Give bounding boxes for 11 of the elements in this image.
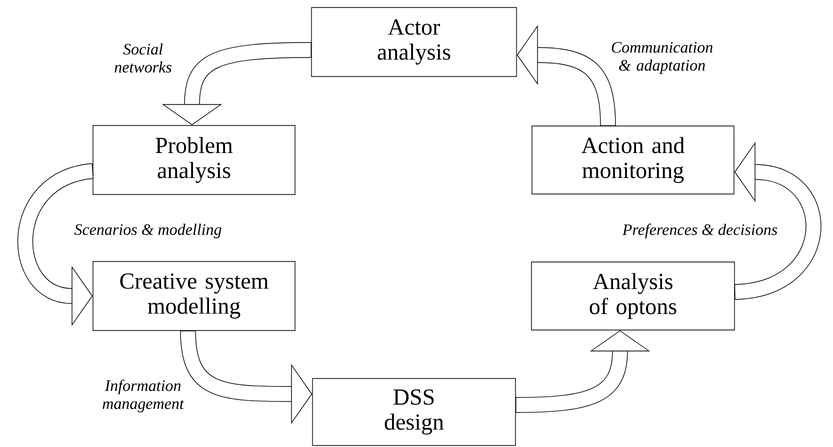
process-box: DSS design [312,378,516,446]
process-box: Problem analysis [92,125,296,195]
edge-label: Social networks [114,43,172,73]
process-box: Creative system modelling [92,261,296,331]
process-box: Analysis of optons [531,262,735,330]
process-box: Actor analysis [311,7,517,77]
edge-label: Scenarios & modelling [74,224,222,238]
edge-label: Information management [102,380,184,412]
edge-label: Preferences & decisions [622,224,778,238]
process-box: Action and monitoring [532,126,734,194]
edge-label: Communication & adaptation [612,42,712,74]
